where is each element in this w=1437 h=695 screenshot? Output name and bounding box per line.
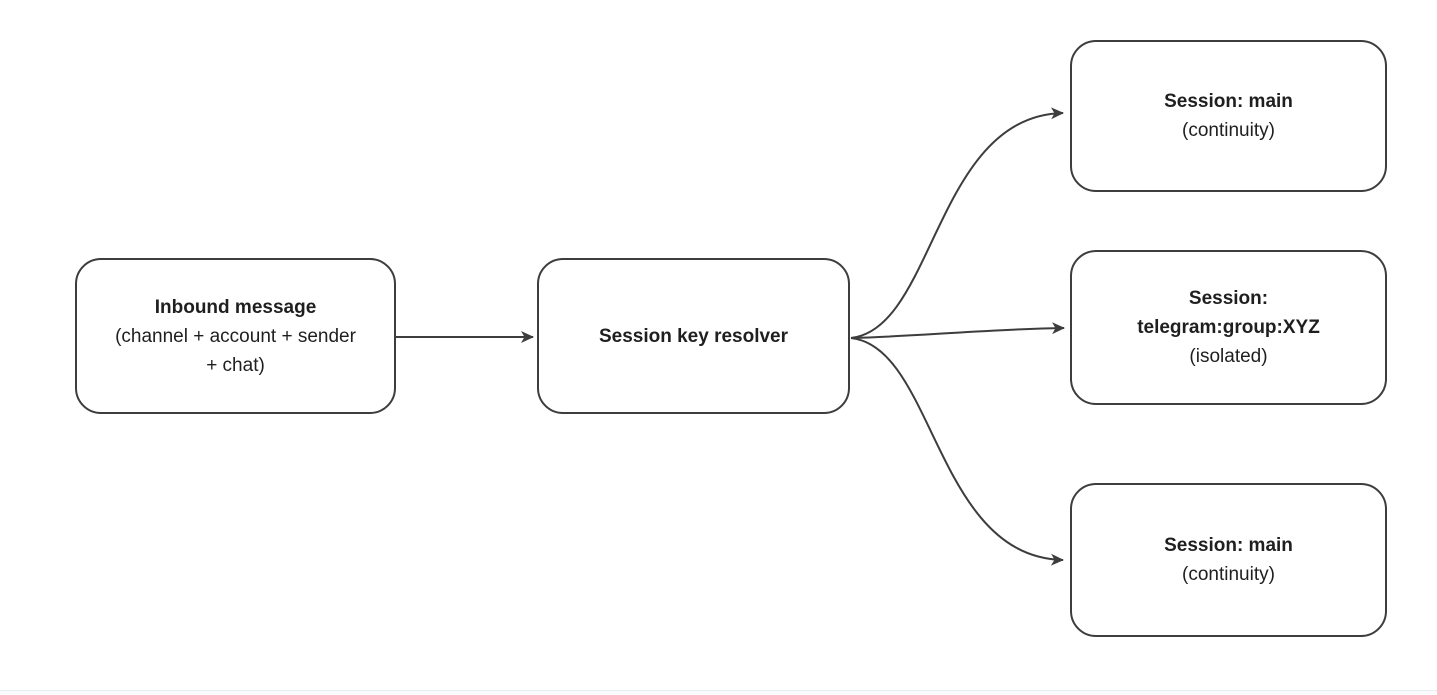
node-session-key-resolver: Session key resolver bbox=[537, 258, 850, 414]
edge-resolver-to-session-bottom bbox=[850, 337, 1064, 566]
node-subtitle: (continuity) bbox=[1182, 120, 1275, 141]
edge-resolver-to-session-mid bbox=[850, 322, 1065, 339]
edge-resolver-to-session-top bbox=[850, 107, 1064, 339]
node-subtitle: (isolated) bbox=[1189, 346, 1268, 367]
node-session-main-top: Session: main (continuity) bbox=[1070, 40, 1387, 192]
page-bottom-divider bbox=[0, 690, 1437, 695]
node-subtitle-line: (channel + account + sender bbox=[115, 325, 356, 347]
node-subtitle: (continuity) bbox=[1182, 564, 1275, 585]
node-title: Session: main bbox=[1164, 91, 1293, 112]
node-session-telegram-group-xyz: Session: telegram:group:XYZ (isolated) bbox=[1070, 250, 1387, 405]
node-title: Session key resolver bbox=[598, 325, 789, 347]
node-title-line: telegram:group:XYZ bbox=[1137, 317, 1320, 338]
node-title: Inbound message bbox=[154, 296, 317, 318]
node-subtitle-line: + chat) bbox=[206, 354, 265, 376]
node-title: Session: main bbox=[1164, 535, 1293, 556]
node-session-main-bottom: Session: main (continuity) bbox=[1070, 483, 1387, 637]
node-inbound-message: Inbound message (channel + account + sen… bbox=[75, 258, 396, 414]
node-title-line: Session: bbox=[1188, 288, 1269, 309]
